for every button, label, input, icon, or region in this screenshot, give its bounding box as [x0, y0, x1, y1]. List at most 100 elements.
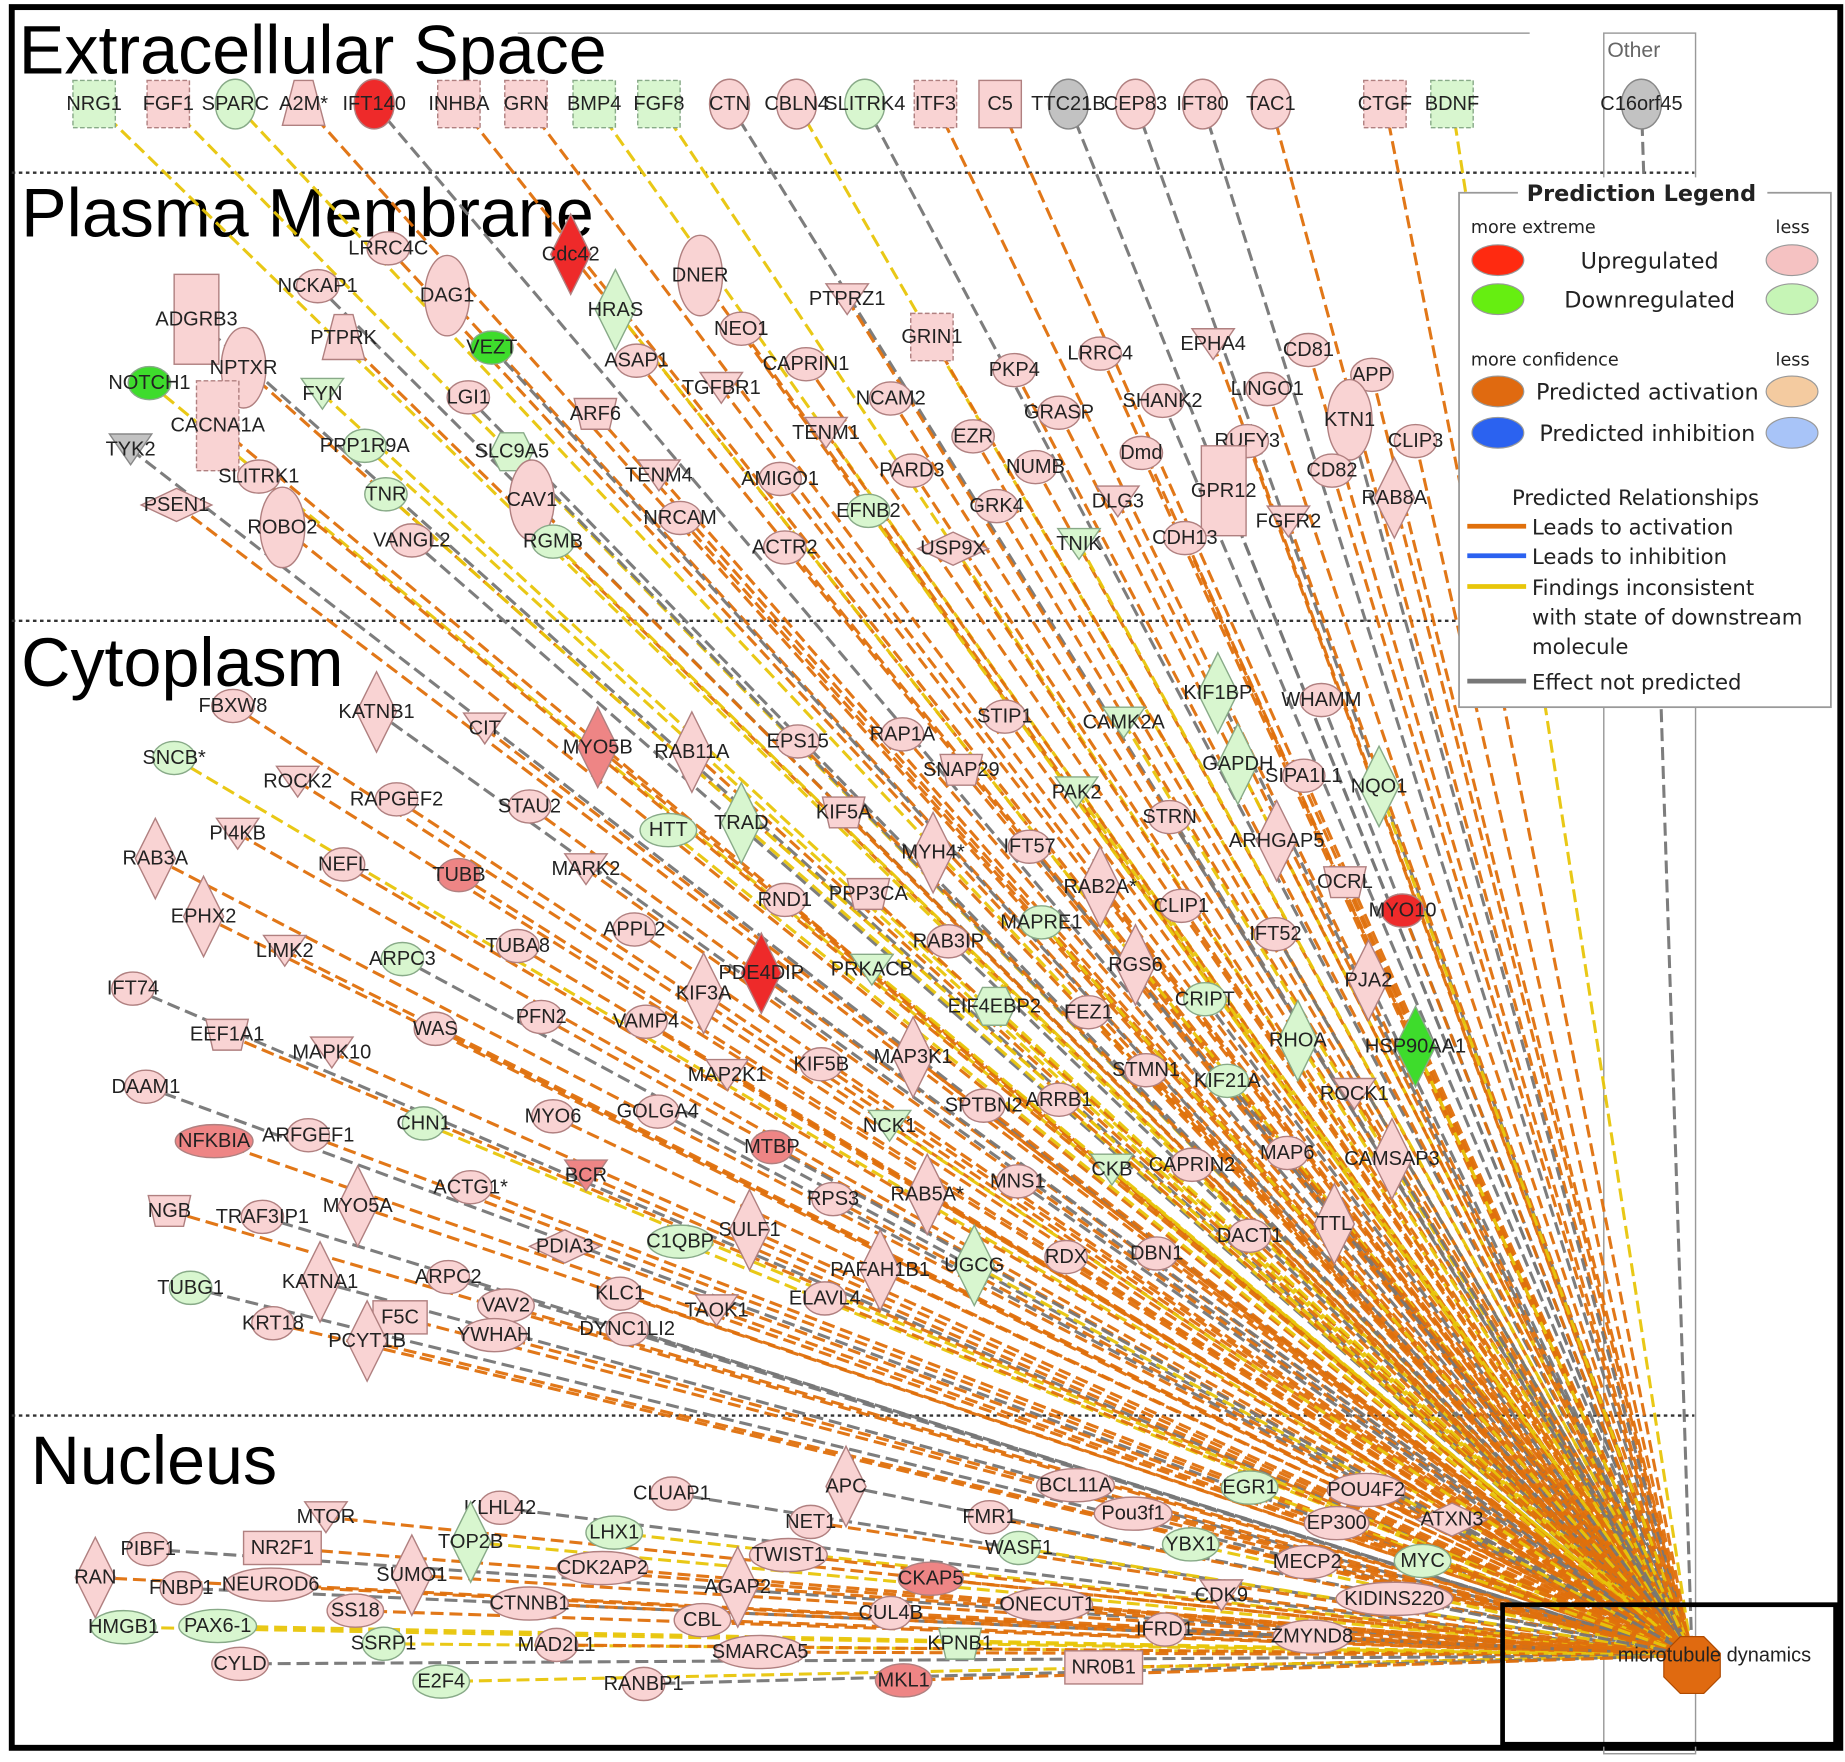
node-ctgf[interactable]: CTGF: [1358, 79, 1412, 129]
node-lgi1[interactable]: LGI1: [446, 380, 491, 415]
node-amigo1[interactable]: AMIGO1: [741, 461, 819, 497]
node-efnb2[interactable]: EFNB2: [836, 493, 901, 529]
node-ran[interactable]: RAN: [74, 1535, 116, 1620]
node-pja2[interactable]: PJA2: [1345, 938, 1393, 1023]
node-eps15[interactable]: EPS15: [767, 724, 829, 759]
node-egr1[interactable]: EGR1: [1220, 1470, 1279, 1505]
node-ttc21b[interactable]: TTC21B: [1031, 78, 1106, 130]
node-grn[interactable]: GRN: [504, 79, 548, 129]
node-nefl[interactable]: NEFL: [318, 847, 369, 882]
node-ncam2[interactable]: NCAM2: [856, 381, 926, 416]
node-bcr[interactable]: BCR: [563, 1159, 609, 1193]
node-neo1[interactable]: NEO1: [714, 311, 769, 347]
node-myo10[interactable]: MYO10: [1369, 893, 1437, 928]
node-nrg1[interactable]: NRG1: [66, 79, 122, 129]
node-ift57[interactable]: IFT57: [1003, 829, 1056, 864]
node-actg1[interactable]: ACTG1*: [433, 1170, 508, 1205]
node-top2b[interactable]: TOP2B: [438, 1500, 503, 1584]
node-slitrk1[interactable]: SLITRK1: [218, 459, 299, 494]
node-trad[interactable]: TRAD: [714, 781, 769, 865]
node-ctnnb1[interactable]: CTNNB1: [489, 1586, 569, 1621]
node-agap2[interactable]: AGAP2: [704, 1545, 771, 1629]
node-ocrl[interactable]: OCRL: [1317, 866, 1373, 899]
node-e2f4[interactable]: E2F4: [412, 1664, 471, 1699]
node-cdh13[interactable]: CDH13: [1152, 520, 1218, 556]
node-tnik[interactable]: TNIK: [1056, 527, 1102, 561]
node-mtbp[interactable]: MTBP: [744, 1129, 800, 1165]
node-nr2f1[interactable]: NR2F1: [242, 1530, 322, 1566]
node-camsap3[interactable]: CAMSAP3: [1344, 1117, 1440, 1201]
node-rnd1[interactable]: RND1: [758, 882, 812, 918]
node-cd82[interactable]: CD82: [1306, 453, 1358, 488]
node-cd81[interactable]: CD81: [1283, 332, 1334, 368]
node-cep83[interactable]: CEP83: [1104, 78, 1167, 130]
node-dync1li2[interactable]: DYNC1LI2: [579, 1311, 675, 1347]
node-mecp2[interactable]: MECP2: [1273, 1544, 1342, 1580]
node-a2m[interactable]: A2M*: [279, 79, 328, 127]
node-tubb[interactable]: TUBB: [432, 857, 486, 893]
node-myh4[interactable]: MYH4*: [901, 810, 965, 895]
node-sulf1[interactable]: SULF1: [718, 1188, 781, 1272]
node-rgmb[interactable]: RGMB: [523, 524, 583, 559]
node-actr2[interactable]: ACTR2: [752, 530, 818, 565]
node-lhx1[interactable]: LHX1: [585, 1515, 644, 1550]
node-appl2[interactable]: APPL2: [603, 912, 665, 947]
node-pkp4[interactable]: PKP4: [989, 352, 1040, 388]
node-pafah1b1[interactable]: PAFAH1B1: [830, 1228, 930, 1312]
node-mad2l1[interactable]: MAD2L1: [518, 1627, 596, 1663]
node-zmynd8[interactable]: ZMYND8: [1271, 1619, 1353, 1654]
node-klc1[interactable]: KLC1: [595, 1276, 645, 1311]
node-tubg1[interactable]: TUBG1: [157, 1270, 224, 1306]
node-htt[interactable]: HTT: [639, 812, 698, 848]
node-apc[interactable]: APC: [825, 1444, 867, 1529]
node-eif4ebp2[interactable]: EIF4EBP2: [948, 986, 1041, 1026]
node-nrcam[interactable]: NRCAM: [643, 500, 717, 536]
node-rock1[interactable]: ROCK1: [1320, 1077, 1389, 1111]
node-vangl2[interactable]: VANGL2: [373, 523, 451, 558]
node-rhoa[interactable]: RHOA: [1269, 998, 1327, 1083]
node-fnbp1[interactable]: FNBP1: [149, 1570, 213, 1606]
node-numb[interactable]: NUMB: [1006, 449, 1065, 485]
node-ep300[interactable]: EP300: [1303, 1505, 1370, 1541]
node-tyk2[interactable]: TYK2: [106, 433, 156, 466]
node-mtor[interactable]: MTOR: [297, 1501, 356, 1534]
node-clip3[interactable]: CLIP3: [1388, 423, 1444, 459]
node-fmr1[interactable]: FMR1: [962, 1499, 1017, 1535]
node-ppp3ca[interactable]: PPP3CA: [829, 877, 909, 911]
node-fbxw8[interactable]: FBXW8: [199, 688, 268, 724]
node-katnb1[interactable]: KATNB1: [338, 670, 415, 754]
node-sipa1l1[interactable]: SIPA1L1: [1265, 758, 1342, 794]
node-pou3f1[interactable]: Pou3f1: [1093, 1496, 1173, 1531]
node-map2k1[interactable]: MAP2K1: [688, 1058, 767, 1092]
node-nfkbia[interactable]: NFKBIA: [174, 1123, 254, 1159]
node-cdk2ap2[interactable]: CDK2AP2: [556, 1550, 649, 1586]
node-klhl42[interactable]: KLHL42: [464, 1490, 536, 1526]
node-kif5b[interactable]: KIF5B: [794, 1047, 850, 1082]
node-arhgap5[interactable]: ARHGAP5: [1229, 799, 1325, 883]
node-c1qbp[interactable]: C1QBP: [646, 1224, 714, 1259]
node-daam1[interactable]: DAAM1: [111, 1069, 180, 1105]
node-tuba8[interactable]: TUBA8: [485, 928, 550, 964]
node-myo5b[interactable]: MYO5B: [563, 705, 633, 790]
node-dner[interactable]: DNER: [672, 234, 729, 317]
node-ptprz1[interactable]: PTPRZ1: [809, 283, 886, 316]
node-nr0b1[interactable]: NR0B1: [1064, 1650, 1144, 1685]
node-epha4[interactable]: EPHA4: [1180, 328, 1246, 361]
node-limk2[interactable]: LIMK2: [256, 934, 314, 968]
node-notch1[interactable]: NOTCH1: [108, 365, 191, 401]
node-slc9a5[interactable]: SLC9A5: [475, 432, 549, 472]
node-ift80[interactable]: IFT80: [1176, 78, 1229, 130]
node-tenm1[interactable]: TENM1: [792, 416, 860, 450]
node-fyn[interactable]: FYN: [299, 377, 345, 411]
node-ift74[interactable]: IFT74: [107, 971, 159, 1006]
node-pou4f2[interactable]: POU4F2: [1326, 1472, 1406, 1508]
node-cbln4[interactable]: CBLN4: [764, 78, 829, 130]
node-kif1bp[interactable]: KIF1BP: [1183, 651, 1252, 735]
node-ssrp1[interactable]: SSRP1: [351, 1626, 417, 1662]
node-hras[interactable]: HRAS: [588, 268, 644, 352]
node-inhba[interactable]: INHBA: [428, 79, 490, 129]
node-nqo1[interactable]: NQO1: [1351, 744, 1408, 829]
node-fgf1[interactable]: FGF1: [143, 79, 194, 129]
node-golga4[interactable]: GOLGA4: [617, 1094, 699, 1129]
node-grin1[interactable]: GRIN1: [901, 312, 962, 362]
